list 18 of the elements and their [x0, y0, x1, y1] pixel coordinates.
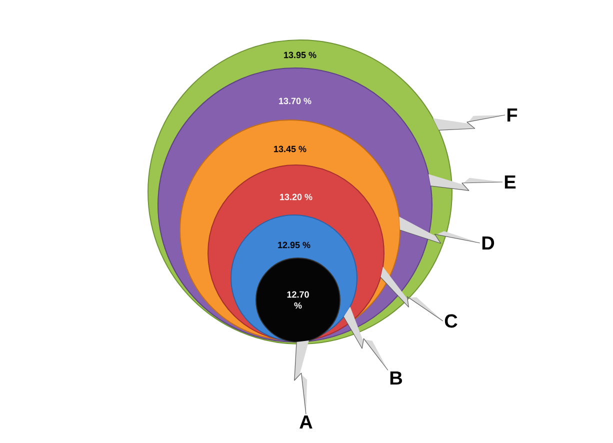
- lightning-callout: [343, 306, 388, 371]
- letter-label: F: [507, 108, 518, 122]
- lightning-callout: [428, 174, 503, 191]
- lightning-callout: [380, 266, 444, 322]
- letter-label: D: [482, 236, 494, 250]
- lightning-callout: [432, 114, 506, 130]
- percent-label: 12.70 %: [287, 291, 309, 309]
- percent-label: 12.95 %: [278, 242, 310, 248]
- percent-label: 13.95 %: [284, 52, 316, 58]
- letter-label: C: [444, 314, 458, 328]
- letter-label: B: [390, 371, 402, 385]
- letter-label: E: [504, 175, 516, 189]
- percent-label: 13.20 %: [280, 194, 312, 200]
- letter-label: A: [300, 415, 312, 429]
- lightning-callout: [399, 216, 480, 244]
- lightning-callout: [294, 340, 309, 415]
- percent-label: 13.45 %: [274, 146, 306, 152]
- percent-label: 13.70 %: [279, 98, 312, 104]
